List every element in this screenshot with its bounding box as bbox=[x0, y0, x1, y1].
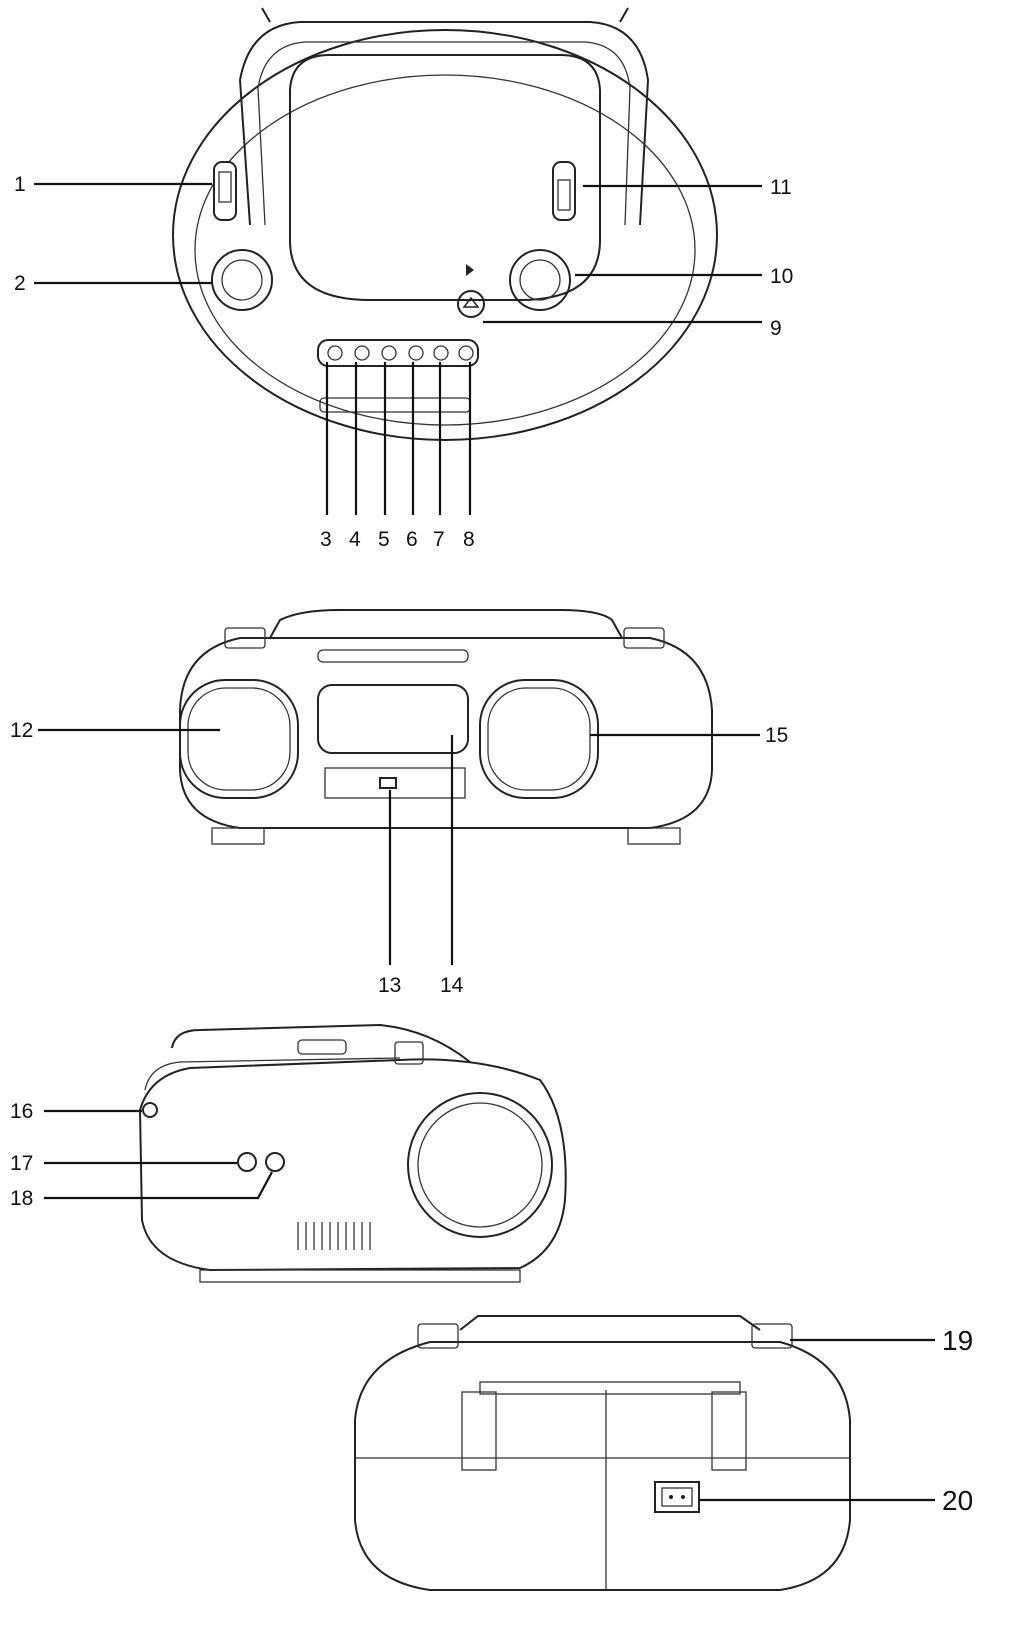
top-view-inner-rim bbox=[194, 74, 696, 426]
rear-view-body bbox=[354, 1341, 851, 1591]
top-view-body bbox=[172, 29, 718, 441]
side-view-body bbox=[138, 1058, 567, 1272]
aux-in-jack[interactable] bbox=[237, 1152, 257, 1172]
callout-17: 17 bbox=[10, 1152, 33, 1175]
callout-4: 4 bbox=[349, 528, 361, 551]
button-3[interactable] bbox=[327, 345, 343, 361]
side-speaker bbox=[407, 1092, 553, 1238]
callout-16: 16 bbox=[10, 1100, 33, 1123]
indicator-16 bbox=[142, 1102, 158, 1118]
button-8[interactable] bbox=[458, 345, 474, 361]
headphone-jack[interactable] bbox=[265, 1152, 285, 1172]
side-view: 16 17 18 bbox=[10, 1023, 567, 1283]
volume-knob[interactable] bbox=[211, 249, 273, 311]
callout-12: 12 bbox=[10, 719, 33, 742]
callout-11: 11 bbox=[770, 176, 792, 199]
callout-2: 2 bbox=[14, 272, 26, 295]
tuning-knob[interactable] bbox=[509, 249, 571, 311]
callout-13: 13 bbox=[378, 974, 401, 997]
callout-5: 5 bbox=[378, 528, 390, 551]
callout-20: 20 bbox=[942, 1485, 973, 1516]
callout-9: 9 bbox=[770, 317, 782, 340]
callout-19: 19 bbox=[942, 1325, 973, 1356]
callout-14: 14 bbox=[440, 974, 464, 997]
front-view-body bbox=[179, 637, 713, 829]
top-view: 1 2 3 4 5 6 7 8 9 10 11 bbox=[14, 7, 793, 551]
cd-lid[interactable] bbox=[289, 54, 601, 301]
callout-15: 15 bbox=[765, 724, 788, 747]
right-speaker bbox=[479, 679, 599, 799]
front-view: 12 13 14 15 bbox=[10, 609, 788, 997]
callout-3: 3 bbox=[320, 528, 332, 551]
handle-hinge bbox=[751, 1323, 793, 1349]
callout-7: 7 bbox=[433, 528, 445, 551]
carry-handle bbox=[238, 21, 650, 226]
button-6[interactable] bbox=[408, 345, 424, 361]
left-speaker bbox=[179, 679, 299, 799]
callout-18: 18 bbox=[10, 1187, 33, 1210]
eject-button[interactable] bbox=[457, 290, 485, 318]
callout-10: 10 bbox=[770, 265, 793, 288]
function-switch[interactable] bbox=[213, 161, 237, 221]
callout-8: 8 bbox=[463, 528, 475, 551]
ac-socket[interactable] bbox=[654, 1481, 700, 1513]
callout-6: 6 bbox=[406, 528, 418, 551]
button-4[interactable] bbox=[354, 345, 370, 361]
button-5[interactable] bbox=[381, 345, 397, 361]
callout-1: 1 bbox=[14, 173, 26, 196]
display-window bbox=[317, 684, 469, 754]
eject-icon bbox=[462, 296, 480, 308]
usb-panel bbox=[324, 767, 466, 799]
button-7[interactable] bbox=[433, 345, 449, 361]
rear-view: 19 20 bbox=[354, 1315, 973, 1591]
control-panel bbox=[317, 339, 479, 367]
usb-port[interactable] bbox=[379, 777, 397, 789]
right-switch[interactable] bbox=[552, 161, 576, 221]
